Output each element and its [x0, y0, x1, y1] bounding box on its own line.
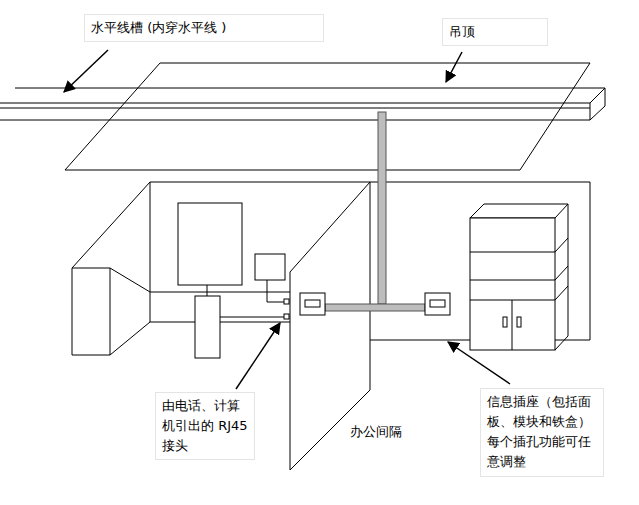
telephone — [255, 254, 285, 280]
callout-label: 由电话、计算机引出的 RJ45接头 — [155, 392, 255, 460]
callout-label: 水平线槽 (内穿水平线 ) — [84, 14, 324, 42]
vertical-conduit — [378, 112, 386, 304]
callout-label: 吊顶 — [442, 18, 548, 46]
cable-trough — [0, 88, 605, 120]
cabinet — [470, 204, 568, 350]
leader-arrow — [64, 50, 510, 389]
rj45-plug — [284, 314, 289, 319]
horizontal-conduit — [325, 304, 425, 311]
ceiling-plane — [65, 63, 590, 170]
monitor — [178, 203, 242, 285]
computer-cord — [220, 317, 284, 318]
phone-cord — [267, 280, 284, 302]
rj45-plug — [284, 299, 289, 304]
callout-label: 信息插座（包括面板、模块和铁盒）每个插孔功能可任意调整 — [480, 388, 604, 477]
area-label: 办公间隔 — [350, 422, 402, 442]
information-outlet — [300, 293, 450, 315]
computer-tower — [195, 296, 220, 358]
